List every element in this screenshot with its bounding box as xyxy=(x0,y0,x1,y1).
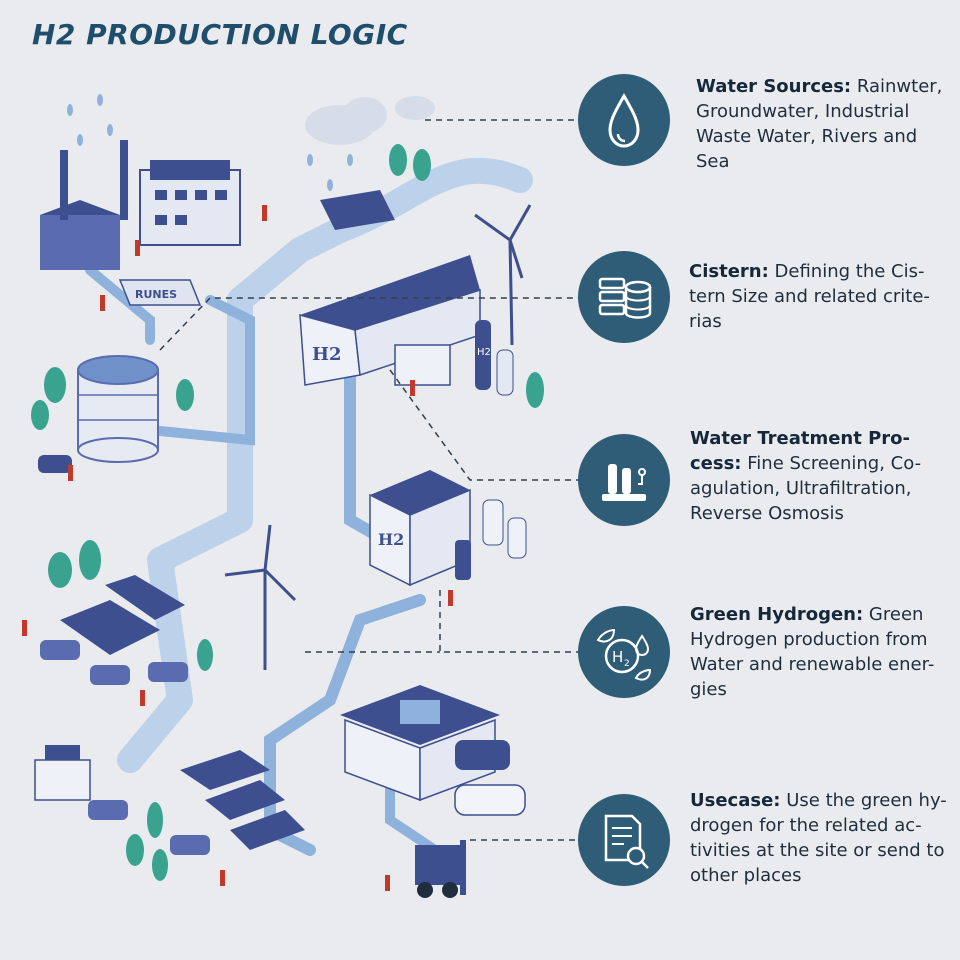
cistern-icon-circle xyxy=(578,251,670,343)
sign-label: RUNES xyxy=(135,288,177,301)
car xyxy=(38,455,72,473)
step-text: Green Hydrogen production from Water and… xyxy=(690,604,935,700)
step-heading: Green Hydrogen: xyxy=(690,604,864,625)
step-heading: Water Treatment Pro- cess: xyxy=(690,428,911,474)
step-heading: Cistern: xyxy=(689,261,769,282)
step-usecase: Usecase: Use the green hy- drogen for th… xyxy=(690,788,950,888)
step-heading: Water Sources: xyxy=(696,76,852,97)
h2-main-building: H2 H2 xyxy=(299,255,514,396)
step-heading: Usecase: xyxy=(690,790,781,811)
h2-tank-label: H2 xyxy=(477,347,491,358)
svg-text:2: 2 xyxy=(624,659,630,669)
usecase-building xyxy=(340,685,526,816)
water-source-icon-circle xyxy=(578,74,670,166)
pipe-cistern xyxy=(145,295,255,446)
solar-panel-rain xyxy=(320,190,395,230)
h2-building-label: H2 xyxy=(312,344,342,365)
wind-turbine-right xyxy=(474,204,532,346)
runes-sign: RUNES xyxy=(118,279,202,306)
step-text: Use the green hy- drogen for the related… xyxy=(690,790,947,886)
pipe-factory xyxy=(85,265,155,345)
cistern-tank xyxy=(77,355,159,463)
treatment-icon-circle xyxy=(578,434,670,526)
hydrogen-icon-circle: H 2 xyxy=(578,606,670,698)
step-water-treatment: Water Treatment Pro- cess: Fine Screenin… xyxy=(690,426,950,526)
svg-text:H: H xyxy=(612,648,623,666)
people xyxy=(22,205,453,891)
treatment-building: H2 xyxy=(369,470,527,587)
treatment-label: H2 xyxy=(378,530,404,549)
parked-cars xyxy=(40,640,210,855)
step-text: Fine Screening, Co- agulation, Ultrafilt… xyxy=(690,453,922,524)
step-text: Defining the Cis- tern Size and related … xyxy=(689,261,930,332)
industrial-factory xyxy=(40,140,241,270)
step-cistern: Cistern: Defining the Cis- tern Size and… xyxy=(689,259,949,334)
step-text: Rainwter, Groundwater, Industrial Waste … xyxy=(696,76,943,172)
wind-turbine-center xyxy=(224,524,297,670)
treatment-plant-icon xyxy=(602,464,646,501)
water-drop-icon xyxy=(608,92,640,148)
step-water-sources: Water Sources: Rainwter, Groundwater, In… xyxy=(696,74,956,174)
page-title: H2 PRODUCTION LOGIC xyxy=(32,18,408,51)
clouds xyxy=(305,96,435,145)
forklift xyxy=(415,840,466,898)
document-search-icon xyxy=(604,814,649,869)
h2-molecule-icon: H 2 xyxy=(596,628,652,681)
rain-drops xyxy=(67,94,353,191)
main-pipe xyxy=(117,157,533,773)
usecase-icon-circle xyxy=(578,794,670,886)
small-house xyxy=(34,745,91,801)
trees xyxy=(31,144,544,881)
cistern-database-icon xyxy=(598,277,652,319)
step-green-hydrogen: Green Hydrogen: Green Hydrogen productio… xyxy=(690,602,950,702)
solar-park-left xyxy=(60,575,305,850)
leader-lines xyxy=(159,119,580,841)
